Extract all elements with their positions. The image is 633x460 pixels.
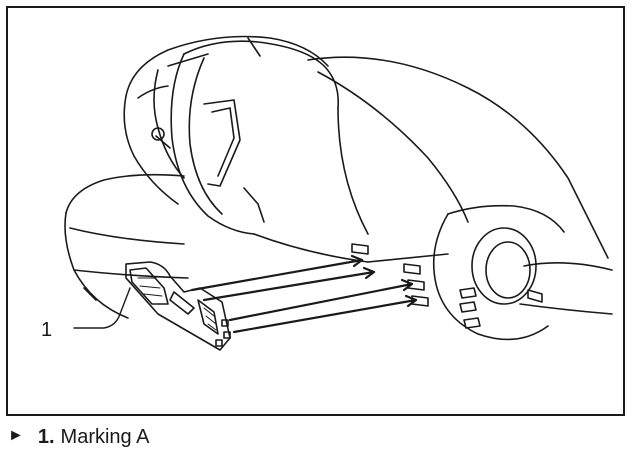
gear-head-drawing	[123, 35, 329, 205]
callout-number: 1	[41, 319, 53, 341]
figure-frame: 1	[6, 6, 625, 416]
caption-number: 1.	[37, 425, 55, 448]
rear-cap-drawing	[432, 204, 613, 341]
marking-plate-illustration	[125, 261, 231, 351]
caption-label: Marking A	[60, 425, 150, 448]
figure-caption: ► 1. Marking A	[8, 424, 149, 450]
housing-slots-drawing	[351, 243, 429, 307]
right-triangle-bullet-icon: ►	[8, 427, 24, 444]
angle-grinder-illustration	[64, 35, 613, 351]
callout-leader-line	[73, 287, 131, 329]
wheel-guard-drawing	[64, 173, 189, 319]
motor-housing-drawing	[253, 56, 609, 263]
insertion-arrow-icons	[190, 254, 418, 334]
collar-drawing	[170, 40, 340, 235]
